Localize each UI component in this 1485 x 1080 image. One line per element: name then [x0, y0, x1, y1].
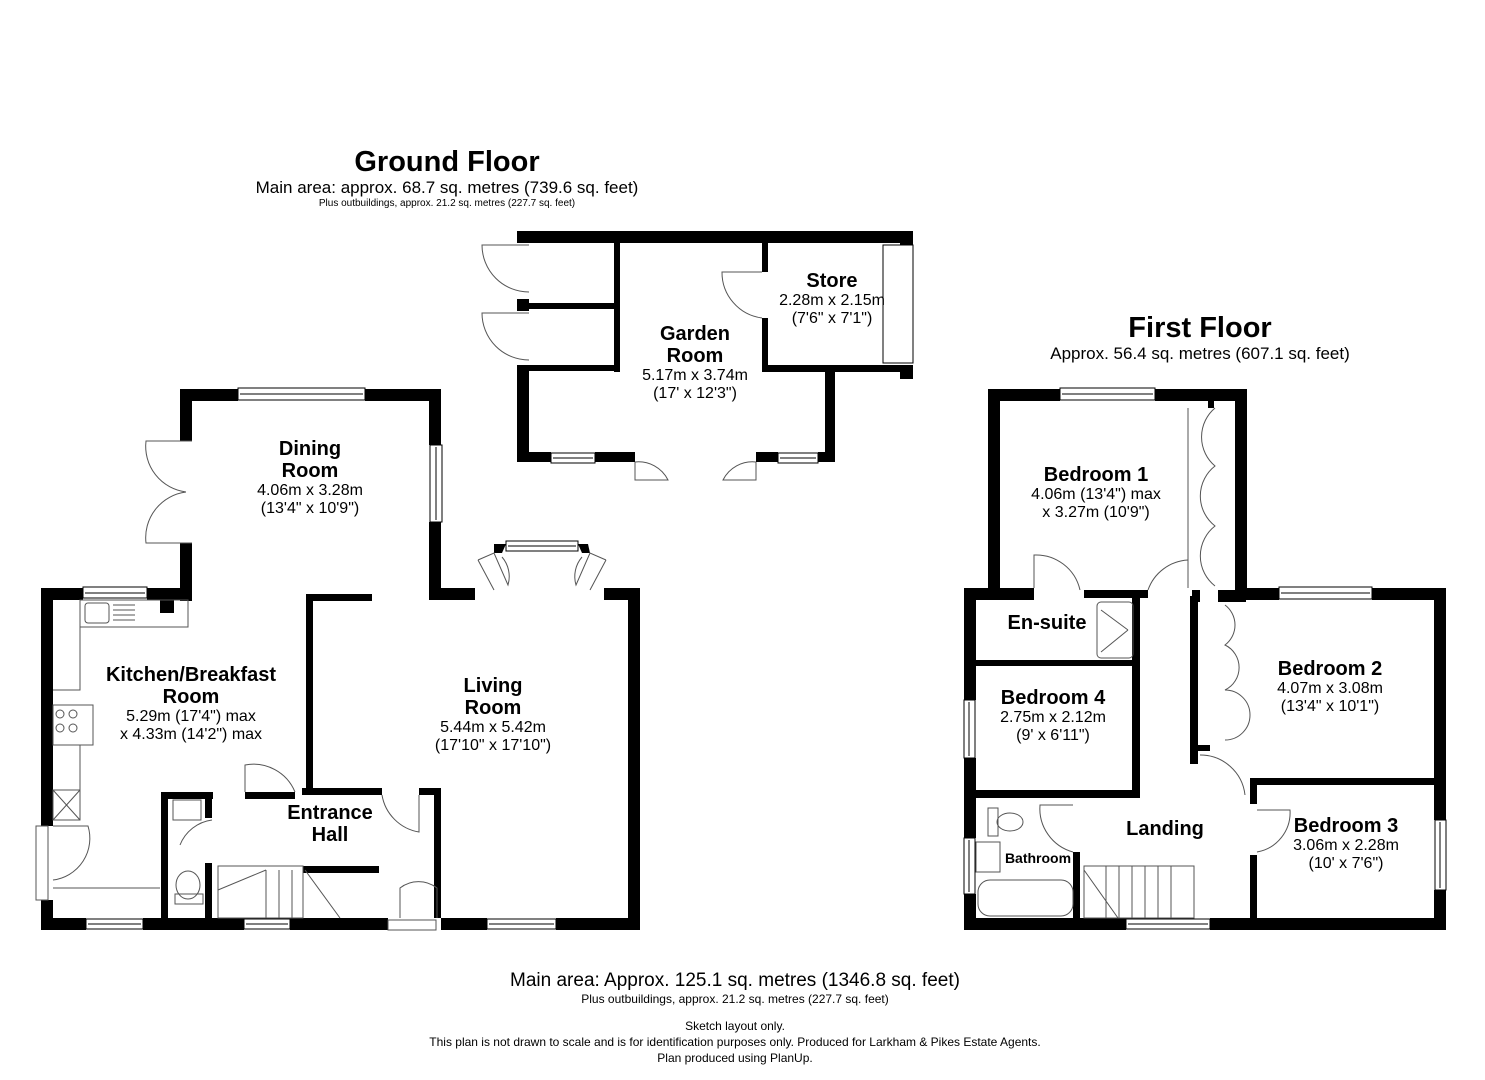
- room-name-line1: Dining: [278, 438, 342, 460]
- footer-main-area: Main area: Approx. 125.1 sq. metres (134…: [510, 970, 960, 991]
- room-bedroom-4: Bedroom 4 2.75m x 2.12m (9' x 6'11"): [1000, 687, 1106, 745]
- room-dim-imperial: (17'10" x 17'10"): [434, 737, 552, 754]
- room-bedroom-2: Bedroom 2 4.07m x 3.08m (13'4" x 10'1"): [1277, 658, 1383, 716]
- room-name-line1: Kitchen/Breakfast: [105, 664, 277, 686]
- footer-note-sketch: Sketch layout only.: [685, 1019, 785, 1033]
- room-garden-room: Garden Room 5.17m x 3.74m (17' x 12'3"): [642, 323, 748, 403]
- room-living-room: Living Room 5.44m x 5.42m (17'10" x 17'1…: [435, 675, 551, 755]
- room-name-line2: Room: [464, 697, 522, 719]
- windows: [82, 244, 1447, 930]
- room-dim-metric: 3.06m x 2.28m: [1293, 837, 1399, 854]
- ground-floor-header: Ground Floor Main area: approx. 68.7 sq.…: [256, 146, 639, 210]
- room-dim-imperial: (17' x 12'3"): [653, 385, 737, 402]
- room-entrance-hall: Entrance Hall: [287, 802, 373, 846]
- room-name: Bedroom 1: [1043, 464, 1149, 486]
- room-dim-imperial: (9' x 6'11"): [1016, 727, 1090, 744]
- room-name: Bedroom 2: [1277, 658, 1383, 680]
- ground-floor-outbuildings: Plus outbuildings, approx. 21.2 sq. metr…: [318, 198, 576, 209]
- room-name: Bedroom 3: [1293, 815, 1399, 837]
- ground-floor-main-area: Main area: approx. 68.7 sq. metres (739.…: [255, 178, 639, 197]
- footer-outbuildings: Plus outbuildings, approx. 21.2 sq. metr…: [581, 992, 889, 1006]
- room-dim-imperial: (7'6" x 7'1"): [791, 310, 873, 327]
- doors-fixtures: [35, 244, 1291, 931]
- room-bathroom: Bathroom: [1005, 850, 1071, 866]
- room-dim-metric: 5.17m x 3.74m: [642, 367, 748, 384]
- room-en-suite: En-suite: [1008, 612, 1087, 634]
- room-name-line1: Living: [463, 675, 523, 697]
- walls: [41, 231, 1446, 930]
- room-dim-metric: 4.07m x 3.08m: [1277, 680, 1383, 697]
- room-name: Landing: [1126, 818, 1204, 840]
- room-dim-line1: 4.06m (13'4") max: [1031, 486, 1161, 503]
- room-store: Store 2.28m x 2.15m (7'6" x 7'1"): [779, 270, 885, 328]
- first-floor-title: First Floor: [1128, 312, 1272, 344]
- room-name: En-suite: [1007, 612, 1087, 634]
- room-name-line2: Room: [281, 460, 339, 482]
- room-name-line2: Room: [162, 686, 220, 708]
- room-name-line2: Room: [666, 345, 724, 367]
- room-name: Bedroom 4: [1000, 687, 1106, 709]
- room-dim-imperial: (13'4" x 10'1"): [1280, 698, 1380, 715]
- footer-note-planup: Plan produced using PlanUp.: [657, 1051, 813, 1065]
- room-dim-metric: 4.06m x 3.28m: [257, 482, 363, 499]
- room-bedroom-1: Bedroom 1 4.06m (13'4") max x 3.27m (10'…: [1031, 464, 1161, 522]
- footer: Main area: Approx. 125.1 sq. metres (134…: [429, 970, 1040, 1066]
- room-dim-metric: 2.75m x 2.12m: [1000, 709, 1106, 726]
- room-dim-imperial: (10' x 7'6"): [1308, 855, 1384, 872]
- footer-note-disclaimer: This plan is not drawn to scale and is f…: [429, 1035, 1041, 1049]
- room-kitchen-breakfast: Kitchen/Breakfast Room 5.29m (17'4") max…: [106, 664, 276, 744]
- room-name-line2: Hall: [311, 824, 349, 846]
- room-dim-metric: 5.44m x 5.42m: [440, 719, 546, 736]
- room-landing: Landing: [1126, 818, 1204, 840]
- room-dim-metric: 5.29m (17'4") max: [126, 708, 256, 725]
- first-floor-area: Approx. 56.4 sq. metres (607.1 sq. feet): [1050, 344, 1350, 363]
- ground-floor-title: Ground Floor: [354, 146, 540, 178]
- room-dim-imperial: (13'4" x 10'9"): [260, 500, 360, 517]
- room-dining-room: Dining Room 4.06m x 3.28m (13'4" x 10'9"…: [257, 438, 363, 518]
- room-dim-imperial: x 4.33m (14'2") max: [119, 726, 263, 743]
- room-dim-line2: x 3.27m (10'9"): [1042, 504, 1150, 521]
- first-floor-header: First Floor Approx. 56.4 sq. metres (607…: [1050, 312, 1350, 364]
- room-bedroom-3: Bedroom 3 3.06m x 2.28m (10' x 7'6"): [1293, 815, 1399, 873]
- room-name: Store: [806, 270, 858, 292]
- room-name-line1: Garden: [659, 323, 731, 345]
- room-dim-metric: 2.28m x 2.15m: [779, 292, 885, 309]
- room-name: Bathroom: [1004, 850, 1072, 866]
- room-name-line1: Entrance: [287, 802, 373, 824]
